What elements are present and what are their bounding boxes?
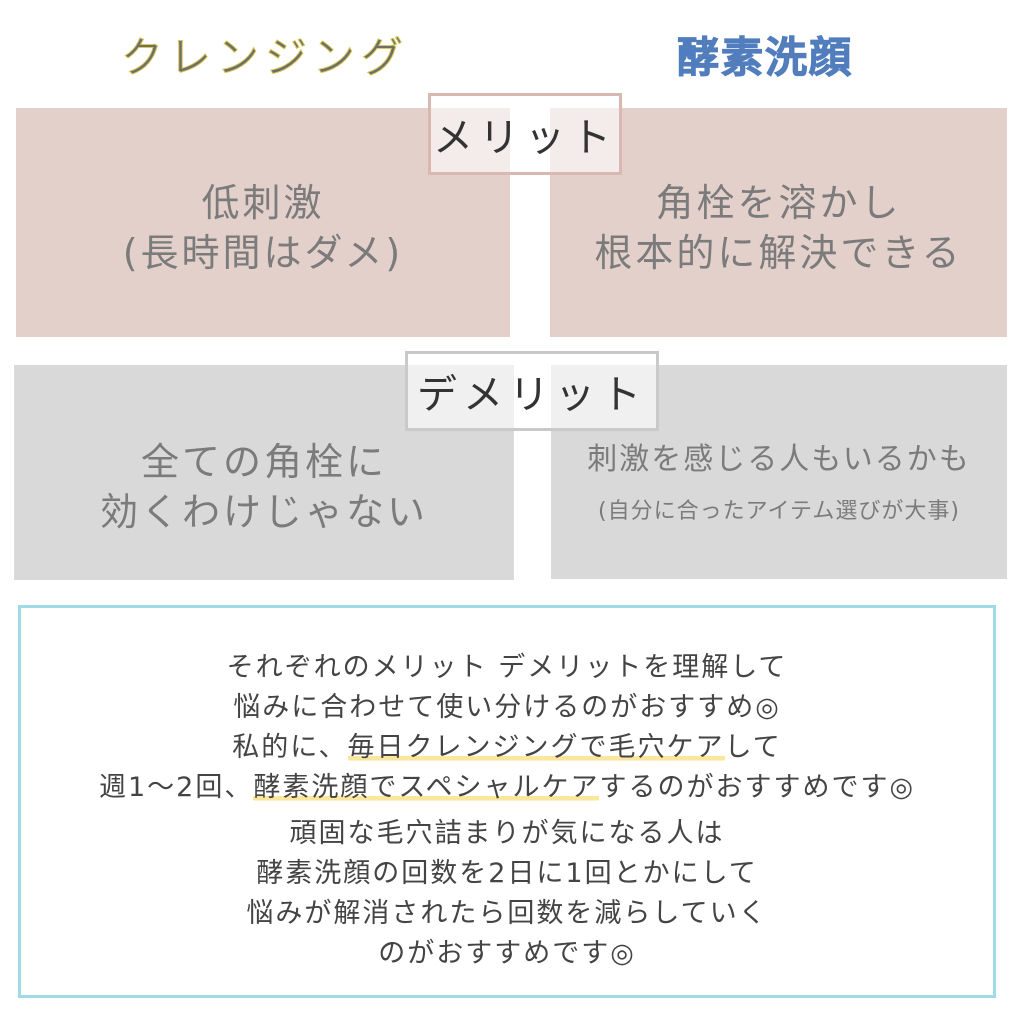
summary-recommendation: それぞれのメリット デメリットを理解して 悩みに合わせて使い分けるのがおすすめ◎… — [21, 648, 993, 808]
summary-line-2: 悩みに合わせて使い分けるのがおすすめ◎ — [233, 692, 781, 723]
enzyme-demerit-subtext: (自分に合ったアイテム選びが大事) — [598, 499, 960, 524]
summary-line-8: のがおすすめです◎ — [378, 938, 636, 969]
summary-line-3-suffix: して — [724, 732, 782, 763]
enzyme-merit-panel: 角栓を溶かし 根本的に解決できる — [550, 108, 1007, 337]
summary-advice: 頑固な毛穴詰まりが気になる人は 酵素洗顔の回数を2日に1回とかにして 悩みが解消… — [21, 814, 993, 974]
highlight-daily-cleansing: 毎日クレンジングで毛穴ケア — [347, 732, 725, 763]
summary-line-5: 頑固な毛穴詰まりが気になる人は — [289, 818, 725, 849]
summary-line-4-prefix: 週1〜2回、 — [98, 772, 254, 803]
summary-line-4-suffix: するのがおすすめです◎ — [599, 772, 916, 803]
cleansing-demerit-text: 全ての角栓に 効くわけじゃない — [99, 439, 428, 534]
enzyme-merit-text: 角栓を溶かし 根本的に解決できる — [594, 180, 963, 275]
summary-line-3-prefix: 私的に、 — [232, 732, 348, 763]
summary-line-6: 酵素洗顔の回数を2日に1回とかにして — [256, 858, 758, 889]
summary-line-7: 悩みが解消されたら回数を減らしていく — [246, 898, 768, 929]
cleansing-column-title: クレンジング — [120, 33, 409, 83]
enzyme-wash-column-title: 酵素洗顔 — [676, 33, 853, 83]
summary-line-3: 私的に、毎日クレンジングで毛穴ケアして — [21, 728, 993, 768]
summary-box: それぞれのメリット デメリットを理解して 悩みに合わせて使い分けるのがおすすめ◎… — [18, 605, 996, 998]
demerit-label: デメリット — [405, 351, 659, 431]
highlight-enzyme-special-care: 酵素洗顔でスペシャルケア — [253, 772, 600, 803]
summary-line-1: それぞれのメリット デメリットを理解して — [226, 652, 788, 683]
cleansing-merit-panel: 低刺激 (長時間はダメ) — [16, 108, 510, 337]
enzyme-demerit-text-block: 刺激を感じる人もいるかも (自分に合ったアイテム選びが大事) — [587, 382, 970, 590]
merit-label: メリット — [428, 93, 622, 175]
cleansing-merit-text: 低刺激 (長時間はダメ) — [122, 180, 404, 275]
summary-line-4: 週1〜2回、酵素洗顔でスペシャルケアするのがおすすめです◎ — [21, 768, 993, 808]
enzyme-demerit-text: 刺激を感じる人もいるかも — [587, 442, 971, 477]
